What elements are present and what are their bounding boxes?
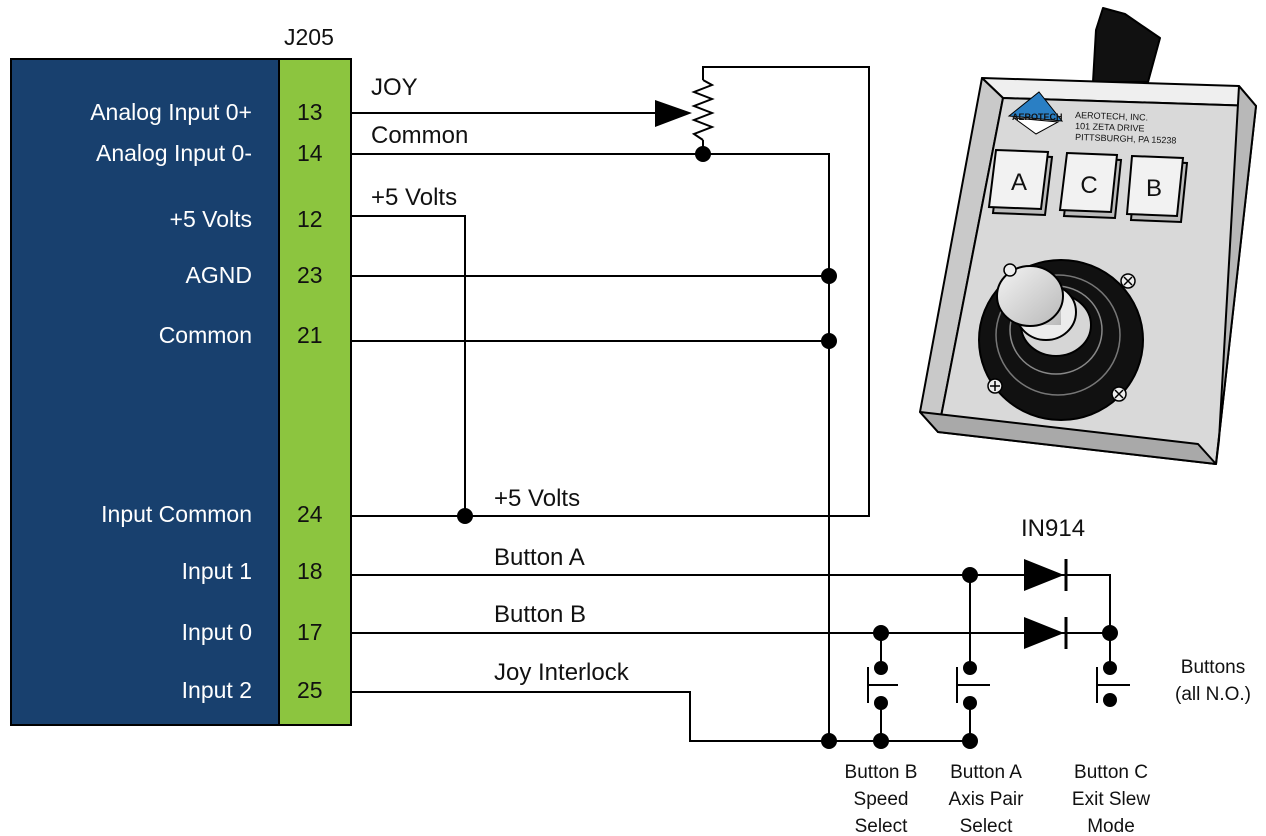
junction-dot xyxy=(457,508,473,524)
junctions xyxy=(457,146,1118,749)
company-city: PITTSBURGH, PA 15238 xyxy=(1075,132,1177,146)
switch-button-a xyxy=(956,667,990,704)
caption-button-b: Button B xyxy=(845,762,918,783)
junction-dot xyxy=(873,625,889,641)
signal-label: Common xyxy=(159,322,252,348)
aerotech-logo: AEROTECH xyxy=(1007,91,1064,135)
logo-icon xyxy=(1007,91,1064,122)
screw-icon xyxy=(1003,263,1017,277)
pin-number: 24 xyxy=(297,501,323,527)
device-key-c[interactable]: C xyxy=(1058,151,1123,220)
caption-button-a: Select xyxy=(960,816,1014,836)
caption-button-c: Mode xyxy=(1087,816,1135,836)
junction-dot xyxy=(874,696,888,710)
pin-number: 14 xyxy=(297,140,323,166)
junction-dot xyxy=(821,733,837,749)
signal-label: AGND xyxy=(186,262,252,288)
signal-label: +5 Volts xyxy=(170,206,252,232)
wire-common xyxy=(351,153,830,741)
pin-number: 13 xyxy=(297,99,323,125)
key-label: C xyxy=(1080,172,1097,199)
device-key-a[interactable]: A xyxy=(987,148,1054,217)
junction-dot xyxy=(962,567,978,583)
connector-title: J205 xyxy=(284,24,334,50)
screws xyxy=(987,263,1136,402)
junction-dot xyxy=(821,333,837,349)
diode-label: IN914 xyxy=(1021,515,1085,542)
caption-button-c: Button C xyxy=(1074,762,1148,783)
connector-pin-strip xyxy=(278,58,352,726)
signal-label: Analog Input 0+ xyxy=(90,99,252,125)
key-label: A xyxy=(1011,169,1027,196)
caption-button-b: Select xyxy=(855,816,909,836)
pin-number: 25 xyxy=(297,677,323,703)
junction-dot xyxy=(963,661,977,675)
device-key-b[interactable]: B xyxy=(1125,154,1189,224)
switch-button-b xyxy=(867,667,898,704)
signal-label: Input Common xyxy=(101,501,252,527)
key-label: B xyxy=(1146,175,1162,202)
resistor-zigzag xyxy=(691,79,715,141)
wire-label-plus5-bottom: +5 Volts xyxy=(494,485,580,512)
buttons-note-sub: (all N.O.) xyxy=(1175,684,1251,705)
caption-button-a: Button A xyxy=(950,762,1022,783)
connector-body xyxy=(10,58,280,726)
pin-number: 21 xyxy=(297,322,323,348)
wire-label-joy: JOY xyxy=(371,74,418,101)
caption-button-b: Speed xyxy=(854,789,909,810)
signal-label: Input 1 xyxy=(182,558,252,584)
signal-label: Input 0 xyxy=(182,619,252,645)
junction-dot xyxy=(695,146,711,162)
caption-button-c: Exit Slew xyxy=(1072,789,1150,810)
wire-plus5 xyxy=(351,215,466,516)
wire-label-plus5: +5 Volts xyxy=(371,184,457,211)
signal-label: Analog Input 0- xyxy=(96,140,252,166)
junction-dot xyxy=(963,696,977,710)
wire-button-a xyxy=(351,574,1111,633)
signal-label: Input 2 xyxy=(182,677,252,703)
wire-label-common: Common xyxy=(371,122,468,149)
wire-label-button-b: Button B xyxy=(494,601,586,628)
wire-label-button-a: Button A xyxy=(494,544,585,571)
pin-number: 17 xyxy=(297,619,323,645)
wires xyxy=(351,66,1111,742)
junction-dot xyxy=(962,733,978,749)
caption-button-a: Axis Pair xyxy=(949,789,1025,810)
pin-number: 12 xyxy=(297,206,323,232)
joystick-knob xyxy=(996,265,1064,327)
junction-dot xyxy=(1103,693,1117,707)
junction-dot xyxy=(1102,625,1118,641)
joystick[interactable] xyxy=(978,259,1144,421)
company-address: 101 ZETA DRIVE xyxy=(1075,121,1145,133)
pin-number: 23 xyxy=(297,262,323,288)
junction-dot xyxy=(873,733,889,749)
wire-input-common xyxy=(351,66,870,517)
junction-dot xyxy=(821,268,837,284)
logo-text: AEROTECH xyxy=(1012,112,1063,122)
wire-label-joy-interlock: Joy Interlock xyxy=(494,659,630,686)
junction-dot xyxy=(1103,661,1117,675)
company-name: AEROTECH, INC. xyxy=(1075,110,1148,123)
buttons-note: Buttons xyxy=(1181,657,1245,678)
potentiometer xyxy=(655,79,715,141)
wiper-arrow-icon xyxy=(655,100,692,127)
diode-b xyxy=(1024,617,1068,649)
diode-icon xyxy=(1024,617,1064,649)
cable-icon xyxy=(1092,7,1161,83)
junction-dot xyxy=(874,661,888,675)
pin-number: 18 xyxy=(297,558,323,584)
